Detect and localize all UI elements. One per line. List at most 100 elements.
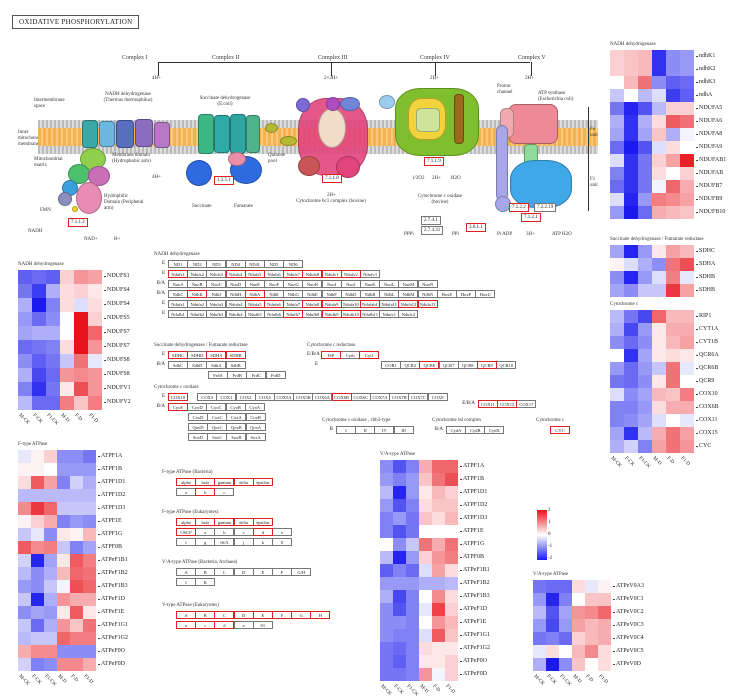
gene-cell[interactable]: QoxD [188, 422, 208, 431]
gene-cell[interactable]: Ndufa13 [417, 299, 438, 308]
gene-cell[interactable]: COX11 [478, 399, 498, 408]
gene-cell[interactable]: beta [195, 517, 216, 526]
gene-cell[interactable]: Ndufs2 [187, 269, 208, 278]
gene-cell[interactable]: NuoE [244, 279, 265, 288]
ec-7-1-2-2[interactable]: 7.1.2.2 [509, 203, 529, 212]
gene-cell[interactable]: gamma [214, 477, 235, 486]
ec-7-1-1-8[interactable]: 7.1.1.8 [322, 174, 342, 183]
gene-cell[interactable]: COX17 [516, 399, 537, 408]
gene-cell[interactable]: CoxA [226, 412, 247, 421]
gene-cell[interactable]: QCR7 [438, 360, 459, 369]
gene-cell[interactable]: Ndufb1 [168, 309, 188, 318]
gene-cell[interactable]: Ndufb7 [283, 309, 304, 318]
gene-cell[interactable]: Ndufa2 [187, 299, 208, 308]
gene-cell[interactable]: e [233, 620, 254, 629]
gene-cell[interactable]: SoxC [207, 432, 228, 441]
gene-cell[interactable]: NdhN [417, 289, 438, 298]
gene-cell[interactable]: QCR6 [419, 360, 440, 369]
gene-cell[interactable]: K [195, 577, 216, 586]
gene-cell[interactable]: NuoK [360, 279, 381, 288]
gene-cell[interactable]: Ndufa8 [302, 299, 323, 308]
gene-cell[interactable]: b [214, 527, 235, 536]
ec-7-1-1-2[interactable]: 7.1.1.2 [68, 218, 88, 227]
gene-cell[interactable]: Ndufs8 [302, 269, 323, 278]
gene-cell[interactable]: CydX [484, 425, 505, 434]
gene-cell[interactable]: alpha [176, 517, 196, 526]
gene-cell[interactable]: COR1 [381, 360, 401, 369]
gene-cell[interactable]: A [176, 610, 196, 619]
gene-cell[interactable]: E [252, 567, 273, 576]
gene-cell[interactable]: SoxD [188, 432, 208, 441]
gene-cell[interactable]: FrdA [208, 370, 228, 379]
gene-cell[interactable]: CydA [446, 425, 466, 434]
gene-cell[interactable]: Ndufc1 [379, 309, 400, 318]
gene-cell[interactable]: CoxB [245, 412, 266, 421]
gene-cell[interactable]: b [195, 487, 216, 496]
gene-cell[interactable]: Ndufa5 [244, 299, 265, 308]
gene-cell[interactable]: QCR10 [496, 360, 517, 369]
gene-cell[interactable]: QCR9 [477, 360, 498, 369]
gene-cell[interactable]: H [310, 610, 331, 619]
gene-cell[interactable]: COX7B [389, 392, 410, 401]
gene-cell[interactable]: a [176, 620, 196, 629]
gene-cell[interactable]: NdhB [360, 289, 381, 298]
gene-cell[interactable]: SdhA [206, 360, 227, 369]
gene-cell[interactable]: IV [374, 425, 395, 434]
gene-cell[interactable]: NdhL [379, 289, 400, 298]
gene-cell[interactable]: D [233, 567, 254, 576]
gene-cell[interactable]: 8 [272, 537, 293, 546]
gene-cell[interactable]: F [272, 610, 293, 619]
gene-cell[interactable]: NuoF [264, 279, 285, 288]
gene-cell[interactable]: alpha [176, 477, 196, 486]
gene-cell[interactable]: Ndufab1 [360, 299, 381, 308]
gene-cell[interactable]: COX6C [350, 392, 371, 401]
gene-cell[interactable]: ND5 [264, 259, 285, 268]
gene-cell[interactable]: III [393, 425, 414, 434]
ec-7-1-1-9[interactable]: 7.1.1.9 [424, 157, 444, 166]
gene-cell[interactable]: C [214, 610, 235, 619]
gene-cell[interactable]: Ndufb8 [302, 309, 323, 318]
gene-cell[interactable]: c [233, 527, 254, 536]
gene-cell[interactable]: Ndufa11 [379, 299, 400, 308]
gene-cell[interactable]: Ndufa7 [283, 299, 304, 308]
gene-cell[interactable]: C [214, 567, 235, 576]
gene-cell[interactable]: Cytb [340, 350, 361, 359]
gene-cell[interactable]: NuoA [168, 279, 188, 288]
gene-cell[interactable]: COX5B [293, 392, 314, 401]
ec-2-7-4-31[interactable]: 2.7.4.31 [421, 226, 444, 235]
gene-cell[interactable]: delta [233, 517, 254, 526]
gene-cell[interactable]: SDHC [168, 350, 188, 359]
gene-cell[interactable]: CyoC [206, 402, 227, 411]
gene-cell[interactable]: QoxB [226, 422, 247, 431]
gene-cell[interactable]: NdhA [244, 289, 265, 298]
gene-cell[interactable]: Ndufa3 [206, 299, 227, 308]
gene-cell[interactable]: CyoD [187, 402, 208, 411]
gene-cell[interactable]: d [214, 620, 235, 629]
gene-cell[interactable]: NuoD [225, 279, 246, 288]
gene-cell[interactable]: a [176, 487, 196, 496]
ec-1-3-5-1[interactable]: 1.3.5.1 [214, 176, 234, 185]
ec-3-6-1-1[interactable]: 3.6.1.1 [466, 223, 486, 232]
gene-cell[interactable]: COX5A [274, 392, 295, 401]
gene-cell[interactable]: QoxA [245, 422, 266, 431]
gene-cell[interactable]: NdhG [283, 289, 304, 298]
gene-cell[interactable]: E [252, 610, 273, 619]
gene-cell[interactable]: HoxE [436, 289, 457, 298]
gene-cell[interactable]: Ndufs6 [264, 269, 285, 278]
gene-cell[interactable]: Ndufc2 [398, 309, 419, 318]
gene-cell[interactable]: SDHA [206, 350, 227, 359]
gene-cell[interactable]: f6/A [214, 537, 235, 546]
gene-cell[interactable]: Ndufs4 [225, 269, 246, 278]
gene-cell[interactable]: c [195, 620, 216, 629]
gene-cell[interactable]: COX2 [235, 392, 256, 401]
gene-cell[interactable]: Ndufs3 [206, 269, 227, 278]
gene-cell[interactable]: II [355, 425, 376, 434]
gene-cell[interactable]: a [195, 527, 216, 536]
gene-cell[interactable]: COX1 [216, 392, 237, 401]
gene-cell[interactable]: Cyt1 [359, 350, 380, 359]
gene-cell[interactable]: G [291, 610, 312, 619]
gene-cell[interactable]: COX15 [497, 399, 518, 408]
gene-cell[interactable]: Ndufv3 [360, 269, 381, 278]
gene-cell[interactable]: SdhD [187, 360, 208, 369]
gene-cell[interactable]: ND3 [206, 259, 227, 268]
